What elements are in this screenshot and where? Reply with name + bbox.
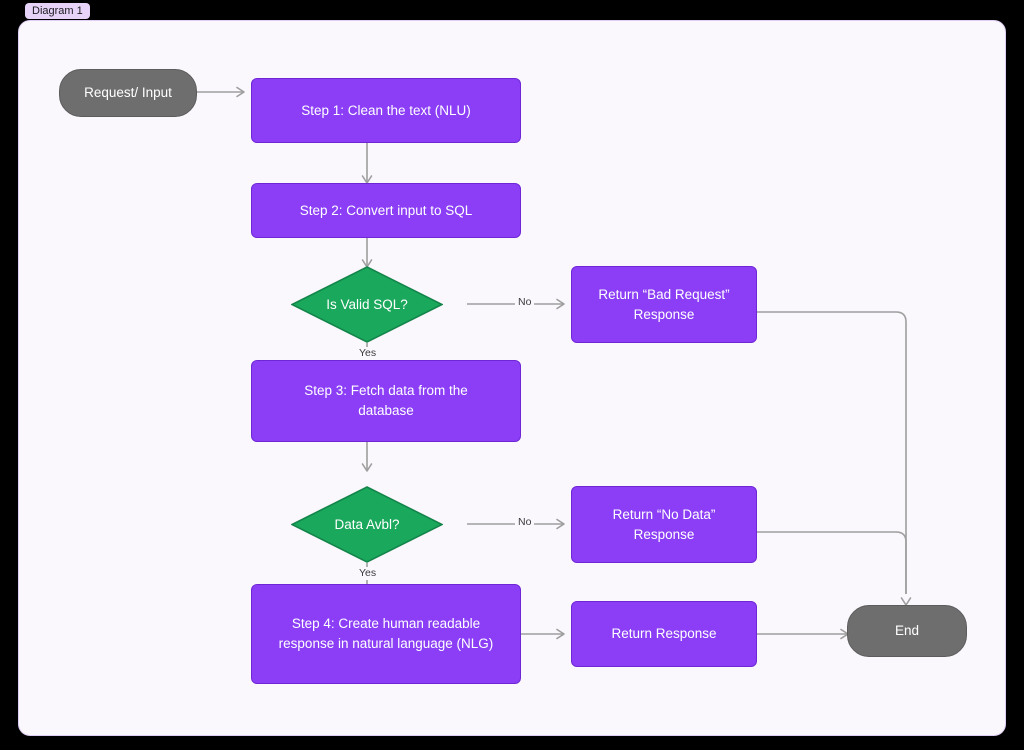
node-step1-label: Step 1: Clean the text (NLU) (301, 102, 471, 118)
node-step4[interactable]: Step 4: Create human readable response i… (251, 584, 521, 684)
node-step1[interactable]: Step 1: Clean the text (NLU) (251, 78, 521, 143)
arrowhead-start-to-step1 (236, 86, 245, 98)
arrowhead-to-end (900, 597, 912, 606)
node-decision-data-avbl-label: Data Avbl? (334, 516, 400, 532)
node-step4-line1: Step 4: Create human readable (291, 616, 481, 632)
diamond-shape (291, 266, 443, 343)
node-end-label: End (894, 623, 920, 639)
diagram-tab-label: Diagram 1 (32, 4, 83, 17)
node-step3[interactable]: Step 3: Fetch data from the database (251, 360, 521, 442)
arrowhead-decision2-to-nodata (556, 518, 565, 530)
diamond-shape (291, 486, 443, 563)
edge-label-decision1-no: No (515, 296, 535, 309)
node-decision-is-valid-sql-label: Is Valid SQL? (326, 296, 408, 312)
node-step2[interactable]: Step 2: Convert input to SQL (251, 183, 521, 238)
node-step2-label: Step 2: Convert input to SQL (299, 202, 473, 218)
node-decision-data-avbl[interactable]: Data Avbl? (291, 486, 443, 563)
node-step4-line2: response in natural language (NLG) (278, 636, 494, 651)
node-return-bad-request[interactable]: Return “Bad Request” Response (571, 266, 757, 343)
node-decision-is-valid-sql[interactable]: Is Valid SQL? (291, 266, 443, 343)
node-end[interactable]: End (847, 605, 967, 657)
diagram-canvas[interactable]: Request/ Input Step 1: Clean the text (N… (18, 20, 1006, 736)
node-return-no-data-line1: Return “No Data” (612, 506, 716, 522)
edge-label-decision2-no: No (515, 516, 535, 529)
arrowhead-step3-to-decision2 (361, 463, 373, 472)
node-return-bad-request-line2: Response (633, 306, 695, 322)
arrowhead-decision1-to-badrequest (556, 298, 565, 310)
arrowhead-step4-to-returnresponse (556, 628, 565, 640)
diagram-tab[interactable]: Diagram 1 (25, 3, 90, 19)
edge-label-decision1-yes: Yes (356, 347, 380, 360)
node-request-input-label: Request/ Input (84, 85, 172, 101)
edge-label-decision2-yes: Yes (356, 567, 380, 580)
arrowhead-step1-to-step2 (361, 175, 373, 184)
node-step3-line2: database (358, 403, 414, 418)
node-return-no-data-line2: Response (633, 526, 695, 542)
node-return-response[interactable]: Return Response (571, 601, 757, 667)
edge-badrequest-to-end (757, 311, 907, 594)
node-return-no-data[interactable]: Return “No Data” Response (571, 486, 757, 563)
node-return-bad-request-line1: Return “Bad Request” (598, 286, 730, 302)
node-request-input[interactable]: Request/ Input (59, 69, 197, 117)
node-return-response-label: Return Response (611, 626, 717, 642)
edge-nodata-to-end (757, 531, 907, 594)
node-step3-line1: Step 3: Fetch data from the (304, 383, 468, 399)
